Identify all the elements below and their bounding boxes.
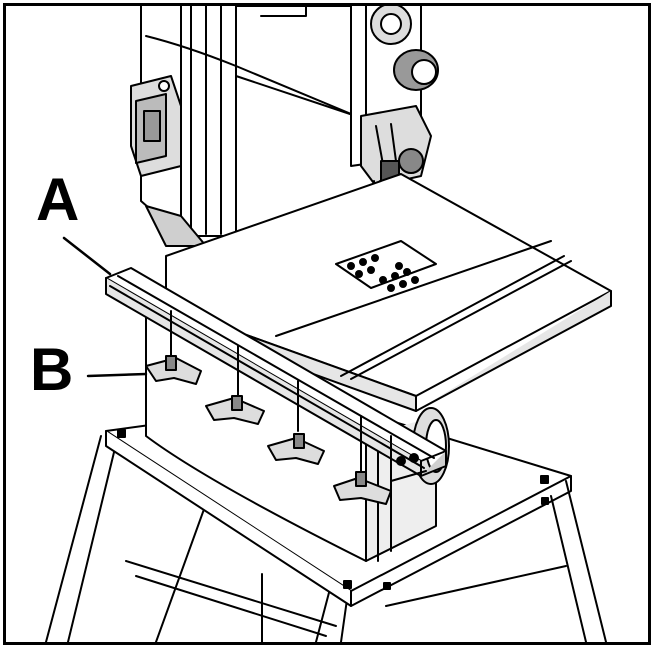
upper-blade-guide <box>350 6 439 187</box>
wing-knob-bolts <box>145 310 392 505</box>
fence-rail <box>105 267 447 482</box>
band-saw-fence-drawing <box>45 6 612 642</box>
saw-table <box>165 173 612 412</box>
power-switch <box>130 75 182 177</box>
callout-leaders <box>62 236 148 378</box>
callout-label-b: B <box>30 336 74 403</box>
callout-label-a: A <box>36 166 80 233</box>
illustration-frame: A B <box>3 3 651 645</box>
